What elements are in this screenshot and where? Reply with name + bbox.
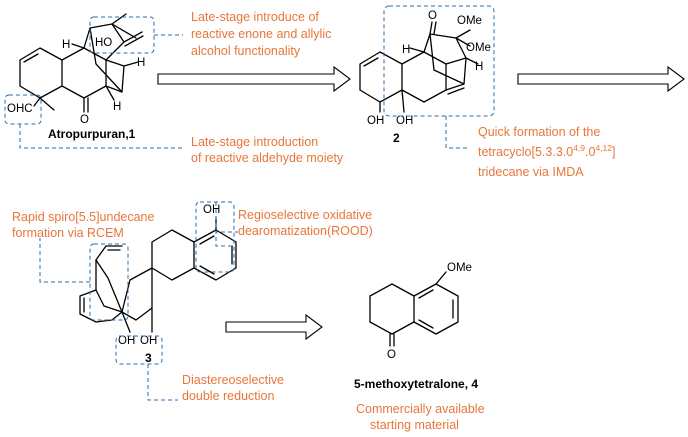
o-atom-1: O [80,114,89,126]
oh-atom-3b: OH [118,335,135,347]
compound-3-structure [79,217,237,333]
leader-line-aldehyde [19,124,183,149]
note-enone-2: reactive enone and allylic [191,27,331,41]
compound-4-label: 5-methoxytetralone, 4 [354,377,478,391]
oh-atom-3c: OH [140,335,157,347]
dashed-box-tetracyclo [383,5,495,117]
note-rood-2: dearomatization(ROOD) [238,224,373,238]
leader-line-rood-b [215,202,238,233]
note-aldehyde-1: Late-stage introduction [191,135,318,149]
o-atom-4: O [387,349,396,361]
h-atom-1c: H [113,101,121,113]
h-atom-1b: H [137,57,145,69]
note-spiro-2: formation via RCEM [12,226,124,240]
o-atom-2: O [428,10,437,22]
h-atom-2a: H [402,44,410,56]
ho-atom-1: HO [95,37,112,49]
oh-atom-3a: OH [203,204,220,216]
compound-2-label: 2 [393,131,400,145]
dashed-box-spiro [89,243,129,321]
compound-2-structure [359,21,479,113]
note-commercial-2: starting material [370,418,459,432]
oh-atom-2b: OH [396,115,413,127]
note-aldehyde-2: of reactive aldehyde moiety [191,151,344,165]
note-reduction-1: Diastereoselective [182,373,284,387]
retro-arrow-2 [517,65,685,93]
leader-line-tetracyclo [445,116,470,149]
note-rood-1: Regioselective oxidative [238,208,372,222]
dashed-box-rood [195,201,235,273]
note-enone-3: alcohol functionality [191,44,301,58]
compound-1-label: Atropurpuran,1 [48,127,136,141]
compound-3-label: 3 [145,351,152,365]
ohc-atom-1: OHC [7,103,33,115]
leader-line-spiro [39,238,90,283]
h-atom-2b: H [475,61,483,73]
oh-atom-2a: OH [367,115,384,127]
retro-arrow-3 [225,313,323,341]
retro-arrow-1 [157,65,351,93]
note-tetracyclo-3: tridecane via IMDA [478,165,584,179]
leader-line-reduction [147,364,178,401]
note-reduction-2: double reduction [182,389,274,403]
note-commercial-1: Commercially available [356,402,485,416]
dashed-box-aldehyde [4,94,42,125]
h-atom-1a: H [62,39,70,51]
ome-atom-2a: OMe [457,15,482,27]
ome-atom-4: OMe [447,262,472,274]
compound-1-structure [19,13,144,113]
ome-atom-2b: OMe [466,42,491,54]
note-spiro-1: Rapid spiro[5.5]undecane [12,210,155,224]
note-enone-1: Late-stage introduce of [191,10,319,24]
dashed-box-enone [89,16,155,54]
compound-4-structure [369,271,459,347]
note-tetracyclo-2: tetracyclo[5.3.3.04,9.04,12] [478,143,616,159]
note-tetracyclo-1: Quick formation of the [478,125,600,139]
